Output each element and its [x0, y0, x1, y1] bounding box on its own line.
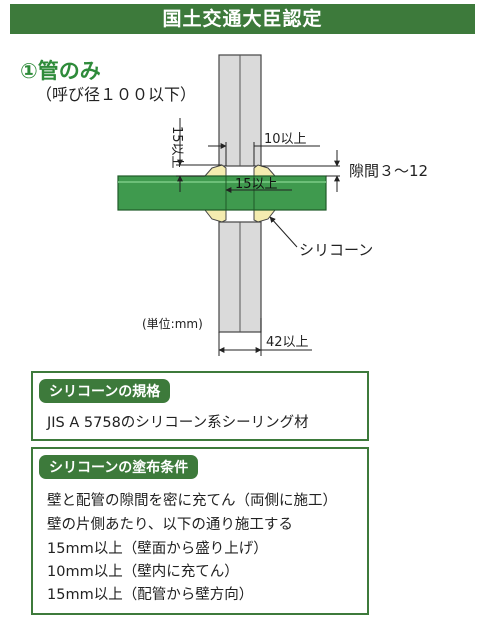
sealant-top-right: [253, 164, 277, 177]
gap-label: 隙間３～12: [349, 162, 428, 180]
apply-line-4: 10mm以上（壁内に充てん）: [47, 564, 239, 580]
sealant-bottom-left: [203, 209, 227, 223]
spec-box-title: シリコーンの規格: [39, 379, 171, 403]
installation-diagram: 15以上 10以上 隙間３～12 15以上 シリコーン (単位:mm) 42以上: [117, 54, 428, 356]
header-title: 国土交通大臣認定: [10, 4, 475, 34]
unit-label: (単位:mm): [142, 316, 203, 331]
section-subtitle: （呼び径１００以下）: [36, 85, 197, 104]
spec-box-text: JIS A 5758のシリコーン系シーリング材: [47, 415, 309, 431]
silicone-label: シリコーン: [299, 241, 373, 259]
spec-box: シリコーンの規格 JIS A 5758のシリコーン系シーリング材: [31, 371, 369, 441]
dim-15-inner-label: 15以上: [235, 177, 278, 192]
dim-15v-label: 15以上: [169, 126, 184, 169]
apply-line-5: 15mm以上（配管から壁方向）: [47, 587, 254, 603]
apply-box-title: シリコーンの塗布条件: [39, 455, 199, 479]
sealant-top-left: [203, 164, 227, 177]
apply-box: シリコーンの塗布条件 壁と配管の隙間を密に充てん（両側に施工） 壁の片側あたり、…: [31, 447, 369, 615]
sealant-bottom-right: [253, 209, 277, 223]
apply-line-3: 15mm以上（壁面から盛り上げ）: [47, 541, 268, 557]
apply-line-2: 壁の片側あたり、以下の通り施工する: [47, 517, 293, 533]
dim-42-label: 42以上: [266, 335, 309, 350]
dim-10-label: 10以上: [264, 132, 307, 147]
section-title: ①管のみ: [20, 59, 101, 83]
silicone-leader: [269, 216, 298, 248]
apply-line-1: 壁と配管の隙間を密に充てん（両側に施工）: [47, 493, 337, 509]
